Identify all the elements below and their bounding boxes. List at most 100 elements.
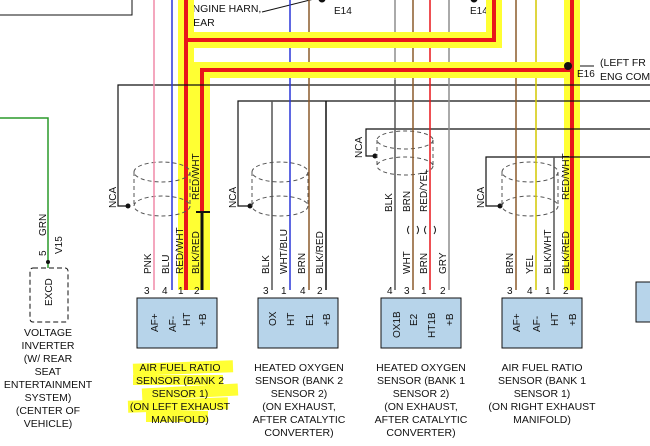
s3-caption-1: HEATED OXYGEN xyxy=(376,362,466,374)
s1-caption-4: (ON LEFT EXHAUST xyxy=(130,401,231,413)
s2-caption-1: HEATED OXYGEN xyxy=(254,362,344,374)
s4-caption-2: SENSOR (BANK 1 xyxy=(498,375,586,387)
s3-caption-4: (ON EXHAUST, xyxy=(384,401,458,413)
s1-caption-3: SENSOR 1) xyxy=(152,388,209,400)
pin-num-s2-4: 2 xyxy=(317,286,323,297)
inverter-wire-label: GRN xyxy=(38,214,49,236)
pin-name-s2-1: OX xyxy=(268,311,279,326)
pin-name-s4-2: AF- xyxy=(532,316,543,332)
upstream-box-left xyxy=(0,0,133,16)
s1-caption-2: SENSOR (BANK 2 xyxy=(136,375,224,387)
pin-name-s4-3: HT xyxy=(550,313,561,326)
highlighted-power-circuit xyxy=(178,0,580,290)
pin-name-s3-4: +B xyxy=(445,313,456,326)
conn-e16-label: E16 xyxy=(577,69,595,80)
pin-num-s1-2: 4 xyxy=(162,286,168,297)
wire-label-s3-2: BRN xyxy=(419,253,430,274)
inverter-caption-3: (W/ REAR xyxy=(24,353,73,365)
pin-name-s1-1: AF+ xyxy=(150,313,161,332)
s4-caption-1: AIR FUEL RATIO xyxy=(501,362,582,374)
pin-num-s2-3: 4 xyxy=(300,286,306,297)
wire-label-s4-1: BRN xyxy=(505,253,516,274)
pin-num-s4-2: 4 xyxy=(527,286,533,297)
nca-label-4: NCA xyxy=(476,187,487,208)
wire-label-s3-upper-3: RED/YEL xyxy=(419,169,430,212)
s3-caption-6: CONVERTER) xyxy=(386,427,455,439)
caption-highlight xyxy=(127,360,239,422)
pin-num-s1-3: 1 xyxy=(178,286,184,297)
wire-label-s1-4: BLK/RED xyxy=(191,231,202,274)
s2-caption-6: CONVERTER) xyxy=(264,427,333,439)
sensor-box-offscreen xyxy=(635,281,650,323)
inline-connector-marks xyxy=(407,225,436,235)
wire-label-s2-4: BLK/RED xyxy=(315,231,326,274)
wire-label-redwht-upper-right: RED/WHT xyxy=(561,153,572,200)
pin-num-s3-1: 4 xyxy=(387,286,393,297)
pin-name-s4-1: AF+ xyxy=(512,313,523,332)
s1-caption-5: MANIFOLD) xyxy=(151,414,209,426)
sensor-box-bank2-s1 xyxy=(136,297,218,349)
wire-label-s1-2: BLU xyxy=(161,255,172,274)
inverter-pin-name: EXCD xyxy=(44,278,55,306)
pin-name-s1-2: AF- xyxy=(168,316,179,332)
conn-e14-b-label: E14 xyxy=(470,6,488,17)
shield-drain-3 xyxy=(365,128,650,157)
s4-caption-3: SENSOR 1) xyxy=(514,388,571,400)
s3-caption-3: SENSOR 2) xyxy=(393,388,450,400)
inverter-caption-5: ENTERTAINMENT xyxy=(4,379,93,391)
inverter-conn-label: V15 xyxy=(54,236,65,254)
nca-label-2: NCA xyxy=(228,187,239,208)
s2-caption-3: SENSOR 2) xyxy=(271,388,328,400)
inverter-caption-7: (CENTER OF xyxy=(16,405,80,417)
wire-label-s3-1: WHT xyxy=(402,251,413,274)
sensor-wires xyxy=(153,12,555,290)
pin-name-s2-3: E1 xyxy=(305,313,316,326)
shield-drain-main xyxy=(117,84,650,207)
nca-label-3: NCA xyxy=(354,137,365,158)
inverter-box xyxy=(29,267,69,323)
pin-num-s4-4: 2 xyxy=(563,286,569,297)
s3-caption-5: AFTER CATALYTIC xyxy=(375,414,468,426)
wire-grn-inverter xyxy=(0,117,49,268)
inverter-caption-4: SEAT xyxy=(35,366,62,378)
pin-num-s2-1: 3 xyxy=(263,286,269,297)
sensor-box-bank1-s2 xyxy=(380,297,462,349)
wire-label-s2-2: WHT/BLU xyxy=(279,229,290,274)
wire-label-s4-3: BLK/WHT xyxy=(543,230,554,274)
shield-drain-2 xyxy=(237,100,650,207)
pin-name-s2-2: HT xyxy=(286,313,297,326)
s4-caption-4: (ON RIGHT EXHAUST xyxy=(488,401,596,413)
pin-num-s3-3: 1 xyxy=(421,286,427,297)
pin-num-s2-2: 1 xyxy=(281,286,287,297)
sensor-box-bank1-s1 xyxy=(501,297,583,349)
conn-e14-a-label: E14 xyxy=(334,6,352,17)
left-fr-note-line2: ENG COM xyxy=(600,71,650,83)
shield-ovals xyxy=(133,130,559,217)
splice-e16 xyxy=(564,62,572,70)
s2-caption-4: (ON EXHAUST, xyxy=(262,401,336,413)
pin-name-s2-4: +B xyxy=(322,313,333,326)
wire-label-s4-4: BLK/RED xyxy=(561,231,572,274)
nca-label-1: NCA xyxy=(108,187,119,208)
inverter-caption-2: INVERTER xyxy=(22,340,75,352)
pin-name-s4-4: +B xyxy=(568,313,579,326)
s2-caption-2: SENSOR (BANK 2 xyxy=(255,375,343,387)
pin-num-s4-1: 3 xyxy=(507,286,513,297)
inverter-caption-8: VEHICLE) xyxy=(24,418,72,430)
wire-label-s3-3: GRY xyxy=(438,252,449,274)
pin-num-s3-2: 3 xyxy=(404,286,410,297)
wire-label-s1-3: RED/WHT xyxy=(175,227,186,274)
pin-num-s4-3: 1 xyxy=(545,286,551,297)
inverter-pin-number: 5 xyxy=(38,250,49,256)
wire-label-redwht-upper-left: RED/WHT xyxy=(191,153,202,200)
pin-name-s3-2: E2 xyxy=(409,313,420,326)
pin-name-s1-4: +B xyxy=(198,313,209,326)
pin-name-s3-1: OX1B xyxy=(392,311,403,338)
shield-drain-4 xyxy=(485,156,650,207)
sensor-box-bank2-s2 xyxy=(257,297,339,349)
left-fr-note-line1: (LEFT FR xyxy=(600,57,646,69)
splice-e14-b xyxy=(470,0,478,3)
pin-name-s3-3: HT1B xyxy=(427,312,438,338)
pin-name-s1-3: HT xyxy=(182,313,193,326)
